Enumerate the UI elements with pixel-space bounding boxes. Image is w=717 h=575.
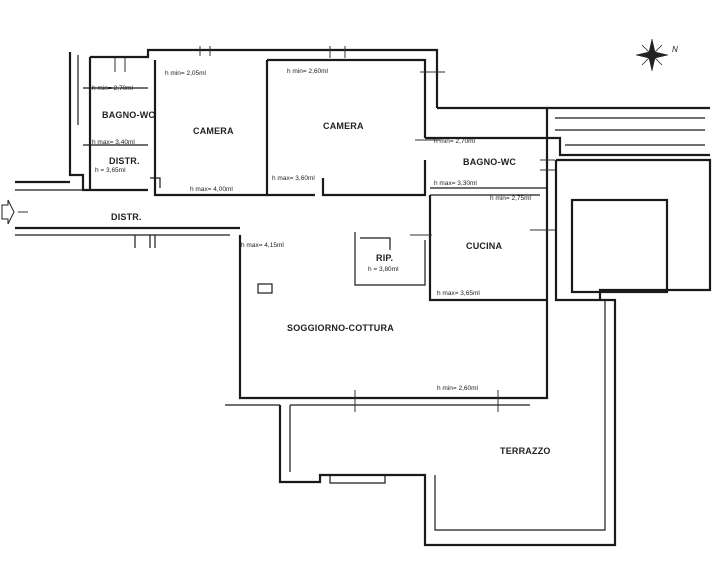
height-camera1-max: h max= 4,00ml (190, 186, 233, 193)
room-label-cucina: CUCINA (466, 241, 502, 251)
height-bagno2-min: h min= 2,70ml (434, 138, 476, 145)
height-camera2-max: h max= 3,60ml (272, 175, 315, 182)
walls (15, 48, 712, 547)
entrance-arrow-icon (1, 199, 15, 225)
room-labels: BAGNO-WC CAMERA CAMERA DISTR. DISTR. BAG… (102, 110, 551, 456)
room-label-bagno-wc-1: BAGNO-WC (102, 110, 155, 120)
height-soggiorno-min: h min= 2,60ml (437, 385, 479, 392)
height-bagno2-max: h max= 3,30ml (434, 180, 477, 187)
room-label-soggiorno: SOGGIORNO-COTTURA (287, 323, 394, 333)
height-bagno1-min: h min= 2,70ml (92, 85, 134, 92)
room-label-rip: RIP. (376, 253, 393, 263)
height-bagno1-max: h max= 3,40ml (92, 139, 135, 146)
room-label-bagno-wc-2: BAGNO-WC (463, 157, 516, 167)
room-label-terrazzo: TERRAZZO (500, 446, 551, 456)
height-rip: h = 3,80ml (368, 266, 399, 273)
height-camera2-min: h min= 2,60ml (287, 68, 329, 75)
height-camera1-min: h min= 2,05ml (165, 70, 207, 77)
height-soggiorno-max: h max= 4,15ml (241, 242, 284, 249)
height-cucina-min: h min= 2,75ml (490, 195, 532, 202)
room-label-distr-1: DISTR. (109, 156, 140, 166)
height-labels: h min= 2,70ml h max= 3,40ml h = 3,65ml h… (92, 68, 532, 392)
height-distr1: h = 3,65ml (95, 167, 126, 174)
height-cucina-max: h max= 3,65ml (437, 290, 480, 297)
room-label-camera-1: CAMERA (193, 126, 234, 136)
compass-icon: N (635, 38, 678, 72)
compass-north-label: N (672, 45, 678, 54)
room-label-camera-2: CAMERA (323, 121, 364, 131)
room-label-distr-2: DISTR. (111, 212, 142, 222)
openings (18, 46, 555, 412)
